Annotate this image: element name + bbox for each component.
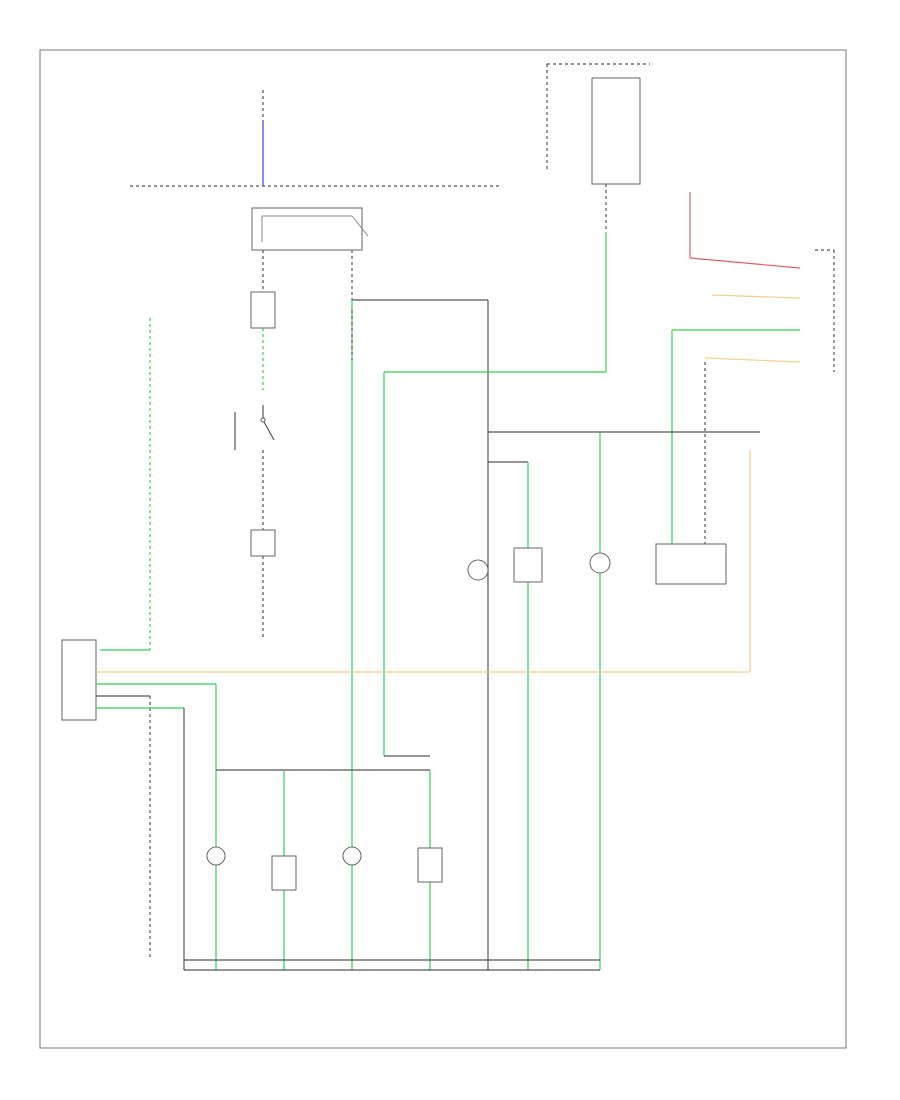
relay-box <box>251 207 363 251</box>
switch-pivot <box>260 417 266 423</box>
fuse-box <box>250 291 276 329</box>
right-orange-2 <box>704 357 801 363</box>
right-red-horizontal <box>689 257 801 269</box>
lamp-1 <box>206 846 226 866</box>
mid-light-center <box>513 547 543 583</box>
mid-light-right <box>589 552 611 574</box>
relay-contact <box>351 215 369 237</box>
control-unit <box>655 543 727 585</box>
lamp-4 <box>417 847 443 883</box>
mid-light-left <box>467 559 489 581</box>
lamp-3 <box>342 846 362 866</box>
diagram-frame <box>39 49 847 1049</box>
right-orange-1 <box>711 294 801 299</box>
lamp-2 <box>271 855 297 891</box>
left-connector <box>61 639 97 721</box>
top-right-block <box>591 77 641 185</box>
light-unit <box>250 529 276 557</box>
switch-blade <box>262 419 275 441</box>
